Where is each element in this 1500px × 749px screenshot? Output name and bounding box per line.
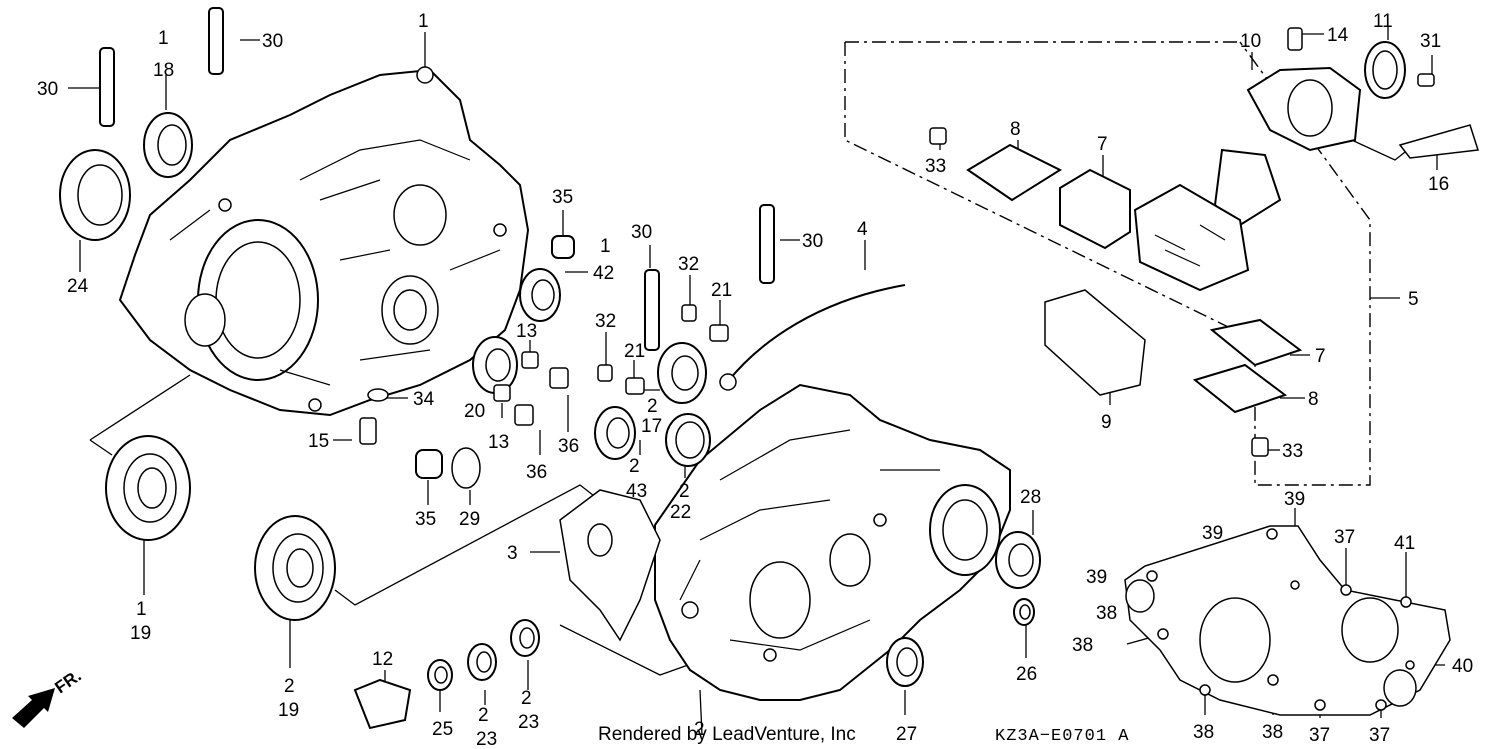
- callout-c33b: 33: [1282, 441, 1303, 462]
- callout-c22: 22: [670, 502, 691, 523]
- callout-c31: 31: [1420, 31, 1441, 52]
- diagram-code: KZ3A−E0701 A: [995, 727, 1129, 746]
- callout-c1d: 1: [136, 599, 147, 620]
- callout-c14: 14: [1327, 25, 1349, 46]
- callout-c2b: 2: [629, 456, 640, 477]
- callout-c35a: 35: [552, 187, 573, 208]
- right-crankcase-half: [654, 383, 1011, 701]
- callout-c19b: 19: [278, 700, 299, 721]
- callout-c38a: 38: [1096, 603, 1117, 624]
- callout-c30d: 30: [802, 231, 823, 252]
- callout-c40: 40: [1452, 656, 1473, 677]
- callout-c1c: 1: [600, 236, 611, 257]
- callout-c38d: 38: [1262, 722, 1283, 743]
- callout-c1b: 1: [158, 28, 169, 49]
- callout-c5: 5: [1408, 289, 1419, 310]
- callout-c25: 25: [432, 719, 453, 740]
- right-cover-gasket: [1124, 525, 1451, 716]
- callout-c17: 17: [641, 416, 662, 437]
- watermark-text: Rendered by LeadVenture, Inc: [598, 724, 856, 745]
- callout-c39c: 39: [1086, 567, 1107, 588]
- callout-c4: 4: [857, 219, 868, 240]
- callout-c37b: 37: [1309, 725, 1330, 746]
- callout-c2e: 2: [478, 705, 489, 726]
- callout-c7a: 7: [1097, 134, 1108, 155]
- callout-c24: 24: [67, 276, 89, 297]
- callout-c42: 42: [593, 263, 614, 284]
- studs-bolts-collars: [99, 7, 1479, 730]
- callout-c10: 10: [1240, 31, 1261, 52]
- callout-c13a: 13: [516, 321, 537, 342]
- callout-c29: 29: [459, 509, 480, 530]
- callout-c23a: 23: [476, 729, 497, 749]
- reed-valve-assembly: [929, 66, 1362, 457]
- callout-c36a: 36: [558, 436, 579, 457]
- front-direction-arrow-icon: [12, 688, 55, 728]
- left-crankcase-half: [118, 66, 530, 417]
- callout-c28: 28: [1020, 487, 1041, 508]
- callout-c37c: 37: [1369, 725, 1390, 746]
- callout-c20: 20: [464, 401, 485, 422]
- callout-c43: 43: [626, 481, 647, 502]
- callout-c2c: 2: [679, 481, 690, 502]
- callout-c41: 41: [1394, 533, 1415, 554]
- callout-c18: 18: [153, 60, 174, 81]
- callout-c26: 26: [1016, 664, 1037, 685]
- callout-c11: 11: [1373, 11, 1393, 32]
- callout-c2g: 2: [694, 719, 705, 740]
- callout-c35b: 35: [415, 509, 436, 530]
- callout-c30c: 30: [631, 222, 652, 243]
- callout-c36b: 36: [526, 462, 547, 483]
- callout-c21a: 21: [711, 280, 732, 301]
- callout-c19a: 19: [130, 623, 151, 644]
- callout-c34: 34: [413, 389, 435, 410]
- crankcase-gasket: [559, 489, 661, 642]
- front-direction-label: FR.: [51, 666, 84, 697]
- callout-c3: 3: [507, 543, 518, 564]
- callout-c2f: 2: [521, 688, 532, 709]
- callout-c8a: 8: [1010, 119, 1021, 140]
- callout-labels: 1111222222234577889101112131314151617181…: [37, 11, 1473, 749]
- callout-c2d: 2: [284, 676, 295, 697]
- callout-c23b: 23: [518, 712, 539, 733]
- callout-c8b: 8: [1308, 389, 1319, 410]
- callout-c21b: 21: [624, 341, 645, 362]
- callout-c27: 27: [896, 724, 917, 745]
- callout-c2a: 2: [647, 396, 658, 417]
- callout-c39b: 39: [1284, 489, 1305, 510]
- callout-c12: 12: [372, 649, 393, 670]
- callout-c38b: 38: [1072, 635, 1093, 656]
- callout-c37a: 37: [1334, 527, 1355, 548]
- callout-c16: 16: [1428, 174, 1449, 195]
- callout-c39a: 39: [1202, 523, 1223, 544]
- callout-c38c: 38: [1193, 722, 1214, 743]
- callout-c32b: 32: [595, 311, 616, 332]
- callout-c15: 15: [308, 431, 329, 452]
- callout-c32a: 32: [678, 254, 699, 275]
- callout-c33a: 33: [925, 156, 946, 177]
- callout-c30b: 30: [37, 79, 58, 100]
- callout-c13b: 13: [488, 432, 509, 453]
- callout-c30a: 30: [262, 31, 283, 52]
- callout-c9: 9: [1101, 412, 1112, 433]
- callout-c7b: 7: [1315, 346, 1326, 367]
- callout-c1a: 1: [418, 11, 429, 32]
- bearings-and-seals: [59, 112, 1041, 691]
